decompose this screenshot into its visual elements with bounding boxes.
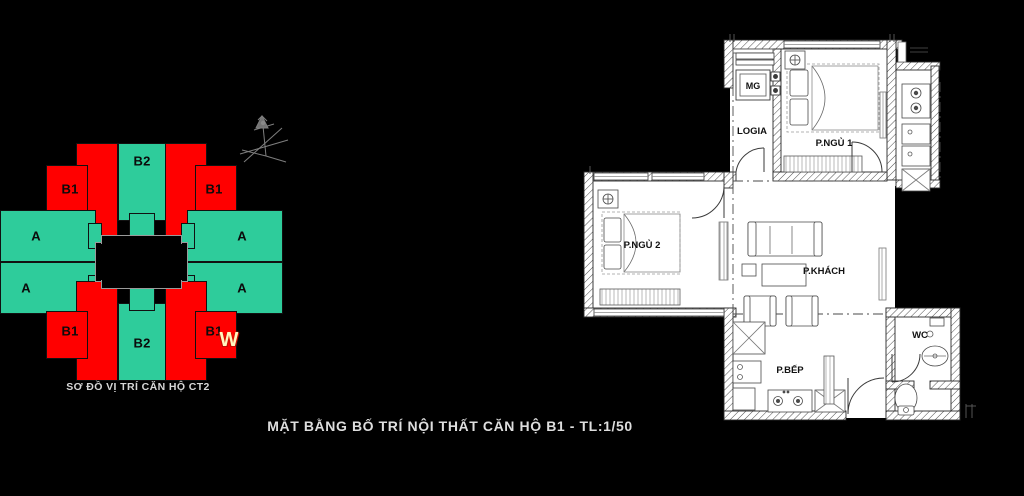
- site-location-diagram: B1 B2 B1 A A A A B1 B2 B1: [0, 135, 283, 381]
- site-plan-caption: SƠ ĐỒ VỊ TRÍ CĂN HỘ CT2: [66, 381, 210, 393]
- sofa-icon: [747, 221, 823, 257]
- door-swing-icon: [847, 377, 885, 415]
- living-room-furniture: [718, 221, 887, 327]
- armchair-icon: [743, 295, 777, 327]
- door-swing-icon: [691, 185, 725, 219]
- site-core-mask-bottom: [103, 278, 180, 288]
- north-arrow-icon: [236, 110, 292, 170]
- toilet-icon: [894, 383, 918, 416]
- site-label-b1-bottom-right: B1: [205, 323, 223, 339]
- basin-icon: [921, 345, 949, 367]
- ceiling-light-icon: [597, 189, 619, 209]
- armchair-icon: [785, 295, 819, 327]
- room-label-bedroom1: P.NGỦ 1: [816, 137, 854, 149]
- room-label-balcony: LOGIA: [737, 126, 767, 137]
- bathroom-fixtures: [894, 317, 949, 416]
- site-block-b1-top-right-wing: [195, 165, 237, 213]
- appliance-label-washer: MG: [746, 81, 761, 91]
- site-label-b2-bottom: B2: [133, 335, 151, 351]
- site-core-mask: [97, 244, 186, 280]
- bedroom2-furniture: [597, 189, 729, 306]
- site-block-a-left-upper: [0, 210, 96, 262]
- service-balcony-fixtures: [897, 41, 931, 192]
- site-label-a-right-lower: A: [237, 280, 247, 296]
- room-label-kitchen: P.BẾP: [776, 365, 804, 376]
- kitchen-furniture: [732, 321, 846, 413]
- stove-icon: [767, 389, 813, 413]
- floor-plan-caption: MẶT BẰNG BỐ TRÍ NỘI THẤT CĂN HỘ B1 - TL:…: [267, 418, 633, 434]
- site-block-b1-bottom-left-wing: [46, 311, 88, 359]
- room-labels: P.NGỦ 1 P.NGỦ 2 P.KHÁCH P.BẾP LOGIA WC M…: [624, 81, 928, 376]
- door-swing-icon: [735, 147, 765, 173]
- site-label-b1-top-right: B1: [205, 181, 223, 197]
- bedroom1-furniture: [783, 50, 887, 173]
- door-swing-icon: [891, 353, 921, 383]
- side-stool-icon: [741, 263, 757, 277]
- watermark-logo: W: [219, 329, 239, 351]
- apartment-floor-plan: P.NGỦ 1 P.NGỦ 2 P.KHÁCH P.BẾP LOGIA WC M…: [572, 26, 1002, 426]
- site-label-b2-top: B2: [133, 153, 151, 169]
- site-label-a-left-upper: A: [31, 228, 41, 244]
- room-label-bedroom2: P.NGỦ 2: [624, 239, 661, 251]
- site-block-b1-bottom-right-wing: [195, 311, 237, 359]
- sink-icon: [732, 360, 762, 384]
- site-block-b1-top-left-wing: [46, 165, 88, 213]
- site-label-a-right-upper: A: [237, 228, 247, 244]
- site-label-b1-bottom-left: B1: [61, 323, 79, 339]
- site-label-a-left-lower: A: [21, 280, 31, 296]
- site-block-b2-bottom: [118, 303, 166, 381]
- glazing: [593, 40, 881, 317]
- site-core-mask-top: [103, 236, 180, 246]
- room-label-living: P.KHÁCH: [803, 266, 845, 277]
- room-label-bathroom: WC: [912, 330, 928, 341]
- door-swing-icon: [851, 141, 883, 173]
- door-swings: [691, 141, 921, 415]
- site-block-a-right-upper: [187, 210, 283, 262]
- dimension-ticks: [589, 34, 976, 418]
- ceiling-light-icon: [784, 50, 806, 70]
- washing-machine-icon: [735, 69, 781, 101]
- site-label-b1-top-left: B1: [61, 181, 79, 197]
- coffee-table-icon: [761, 263, 807, 287]
